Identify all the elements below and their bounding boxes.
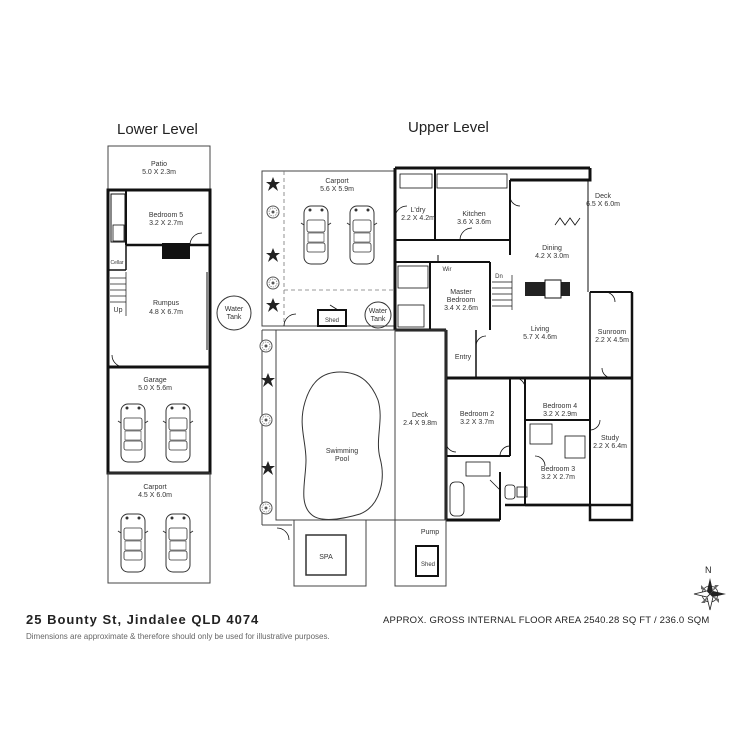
wir-label: Wir	[443, 267, 452, 273]
bedroom2-label: Bedroom 2	[460, 411, 494, 418]
upper-level-plan	[261, 166, 634, 587]
spa-label: SPA	[319, 554, 333, 561]
upper-carport-dim: 5.6 X 5.9m	[320, 186, 354, 193]
upper-carport-label: Carport	[325, 178, 348, 185]
car-carport-left	[117, 513, 149, 573]
living-dim: 5.7 X 4.6m	[523, 334, 557, 341]
dining-dim: 4.2 X 3.0m	[535, 253, 569, 260]
swimming-pool-label-2: Pool	[335, 456, 349, 463]
pool-deck-label: Deck	[412, 412, 428, 419]
sunroom-dim: 2.2 X 4.5m	[595, 337, 629, 344]
car-garage-left	[117, 403, 149, 463]
compass-rose-icon	[693, 578, 726, 611]
shed-2-label: Shed	[421, 562, 435, 568]
property-address: 25 Bounty St, Jindalee QLD 4074	[26, 612, 260, 627]
stairs-up-label: Up	[114, 307, 123, 314]
garage-dim: 5.0 X 5.6m	[138, 385, 172, 392]
cellar-label: Cellar	[110, 260, 123, 266]
rumpus-dim: 4.8 X 6.7m	[149, 309, 183, 316]
water-tank-2	[364, 301, 392, 329]
kitchen-label: Kitchen	[462, 211, 485, 218]
pool-deck-dim: 2.4 X 9.8m	[403, 420, 437, 427]
bedroom3-dim: 3.2 X 2.7m	[541, 474, 575, 481]
bedroom2-dim: 3.2 X 3.7m	[460, 419, 494, 426]
patio-dim: 5.0 X 2.3m	[142, 169, 176, 176]
study-dim: 2.2 X 6.4m	[593, 443, 627, 450]
patio-label: Patio	[151, 161, 167, 168]
master-bedroom-dim: 3.4 X 2.6m	[444, 305, 478, 312]
bedroom4-dim: 3.2 X 2.9m	[543, 411, 577, 418]
bedroom4-label: Bedroom 4	[543, 403, 577, 410]
swimming-pool-outline	[301, 371, 383, 520]
stairs-down-label: Dn	[495, 274, 503, 280]
car-garage-right	[162, 403, 194, 463]
water-tank-2-label-2: Tank	[371, 316, 386, 323]
upper-level-title: Upper Level	[408, 119, 489, 136]
lower-level-plan	[106, 145, 212, 584]
entry-label: Entry	[455, 354, 472, 361]
shed-1-label: Shed	[325, 318, 339, 324]
upper-deck-dim: 6.5 X 6.0m	[586, 201, 620, 208]
laundry-dim: 2.2 X 4.2m	[401, 215, 435, 222]
living-label: Living	[531, 326, 549, 333]
master-bedroom-label-2: Bedroom	[447, 297, 476, 304]
master-bedroom-label: Master	[450, 289, 472, 296]
floor-area-text: APPROX. GROSS INTERNAL FLOOR AREA 2540.2…	[383, 615, 710, 626]
bedroom5-dim: 3.2 X 2.7m	[149, 220, 183, 227]
swimming-pool-label: Swimming	[326, 448, 358, 455]
car-carport-right	[162, 513, 194, 573]
lower-carport-label: Carport	[143, 484, 166, 491]
water-tank-1-label-2: Tank	[227, 314, 242, 321]
compass-north-label: N	[705, 565, 712, 575]
study-label: Study	[601, 435, 619, 442]
rumpus-label: Rumpus	[153, 300, 180, 307]
upper-deck-label: Deck	[595, 193, 611, 200]
car-upper-carport-left	[300, 205, 332, 265]
garage-label: Garage	[143, 377, 166, 384]
bedroom5-label: Bedroom 5	[149, 212, 183, 219]
disclaimer-text: Dimensions are approximate & therefore s…	[26, 632, 330, 641]
bedroom3-label: Bedroom 3	[541, 466, 575, 473]
water-tank-1-label: Water	[225, 306, 244, 313]
garden-plants	[259, 177, 280, 515]
water-tank-2-label: Water	[369, 308, 388, 315]
lower-carport-dim: 4.5 X 6.0m	[138, 492, 172, 499]
car-upper-carport-right	[346, 205, 378, 265]
kitchen-dim: 3.6 X 3.6m	[457, 219, 491, 226]
pump-label: Pump	[421, 529, 439, 536]
sunroom-label: Sunroom	[598, 329, 627, 336]
laundry-label: L'dry	[411, 207, 426, 214]
lower-level-title: Lower Level	[117, 121, 198, 138]
dining-label: Dining	[542, 245, 562, 252]
water-tank-1	[216, 295, 252, 331]
